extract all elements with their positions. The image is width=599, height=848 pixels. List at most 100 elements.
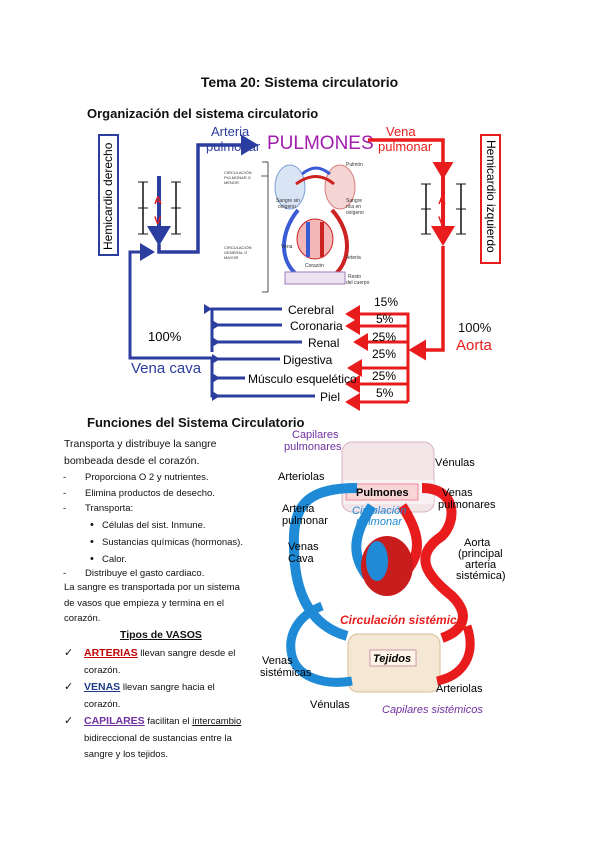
vena-cava-arrowheads [204,304,220,401]
capilares-item: ✓ CAPILARES facilitan el intercambio bid… [64,713,264,764]
transport-item: Sustancias químicas (hormonas). [90,534,282,551]
left-heart-valves: A V [421,170,466,246]
pct-digestiva: 25% [372,347,396,361]
arterias-text-2: corazón. [84,664,121,676]
venulas-bottom: Vénulas [310,699,350,711]
organ-musculo: Músculo esquelético [248,372,357,386]
pct-piel: 5% [376,386,394,400]
venas-text-1: llevan sangre hacia el [120,682,215,693]
gasto-item: Distribuye el gasto cardiaco. [63,566,285,582]
valve-v-left: V [438,215,446,227]
vasos-heading: Tipos de VASOS [120,629,202,641]
inset-circ-gen-1: CIRCULACIÓN [224,245,252,250]
pulmones-text: Pulmones [356,487,409,499]
pct-coronaria: 5% [376,312,394,326]
inset-sangre-sin-2: oxígeno [278,204,296,210]
pct-cerebral: 15% [374,295,398,309]
function-item: Transporta: [63,501,285,517]
svg-text:PULMONAR O: PULMONAR O [224,175,251,180]
aorta-1: Aorta [464,537,491,549]
organ-cerebral: Cerebral [288,303,334,317]
hemicardio-izquierdo-box [480,134,501,264]
circulation-inset-schematic: CIRCULACIÓN PULMONAR O MENOR CIRCULACIÓN… [224,161,370,293]
inset-resto-2: del cuerpo [346,280,370,286]
vessel-paragraph: La sangre es transportada por un sistema… [64,580,284,627]
para-line-1: La sangre es transportada por un sistema [64,582,240,593]
vessel-types: ✓ ARTERIAS llevan sangre desde el corazó… [64,645,264,764]
hemicardio-derecho-box [98,134,119,256]
inset-vena: Vena [281,244,293,250]
arterias-item: ✓ ARTERIAS llevan sangre desde el corazó… [64,645,264,679]
svg-text:GENERAL O: GENERAL O [224,250,247,255]
valve-v-right: V [154,215,162,227]
inset-circ-pulm-2: PULMONAR O [224,175,251,180]
pct-musculo: 25% [372,369,396,383]
right-heart-valves: A V [138,176,181,246]
inset-circ-gen-2: GENERAL O [224,250,247,255]
circ-pulmonar-1: Circulación [352,505,406,517]
inset-sangre-rica-2: rica en [346,204,361,210]
transport-item: Células del sist. Inmune. [90,517,282,534]
arteriolas-bottom: Arteriolas [436,683,483,695]
capilares-pulmonares-2: pulmonares [284,441,342,453]
pulmonar-label: pulmonar [206,139,261,154]
aorta-3: arteria [465,559,497,571]
intro-line-1: Transporta y distribuye la sangre [64,438,217,450]
section2-heading: Funciones del Sistema Circulatorio [87,415,305,430]
capilares-sistemicos: Capilares sistémicos [382,704,483,716]
para-line-3: corazón. [64,613,101,624]
transport-list: Células del sist. Inmune. Sustancias quí… [90,517,282,568]
organ-renal: Renal [308,336,339,350]
vena-label: Vena [386,124,416,139]
function-list: Proporciona O 2 y nutrientes. Elimina pr… [63,470,285,517]
hemicardio-derecho-label: Hemicardio derecho [101,142,115,250]
svg-text:MENOR: MENOR [224,180,239,185]
page-title: Tema 20: Sistema circulatorio [200,74,399,90]
aorta-pct: 100% [458,320,492,335]
inset-arteria: Arteria [346,255,361,261]
venas-cava-2: Cava [288,553,315,565]
svg-text:CIRCULACIÓN: CIRCULACIÓN [224,245,252,250]
inset-sangre-sin-1: Sangre sin [276,198,300,204]
venas-sistemicas-1: Venas [262,655,293,667]
inset-corazon: Corazón [305,263,324,269]
venas-pulmonares-1: Venas [442,487,473,499]
intercambio-word: intercambio [192,716,242,727]
aorta-branches [345,305,410,411]
arterias-text-1: llevan sangre desde el [137,648,236,659]
aorta-arrow [408,246,445,361]
capilares-keyword: CAPILARES [84,715,145,727]
pulmones-label: PULMONES [267,133,374,154]
venulas-top: Vénulas [435,457,475,469]
arteria-pulmonar-arrow [157,134,259,254]
svg-text:CIRCULACIÓN: CIRCULACIÓN [224,170,252,175]
function-item: Elimina productos de desecho. [63,486,285,502]
organ-piel: Piel [320,390,340,404]
valve-a-left: A [438,195,446,207]
check-icon: ✓ [64,715,74,727]
para-line-2: de vasos que empieza y termina en el [64,597,225,609]
venas-text-2: corazón. [84,698,121,710]
arteriolas-top: Arteriolas [278,471,325,483]
vena-cava-label: Vena cava [131,360,202,377]
organ-digestiva: Digestiva [283,353,333,367]
intro-line-2: bombeada desde el corazón. [64,455,200,467]
aorta-4: sistémica) [456,570,506,582]
inset-resto-1: Resto [348,274,361,280]
aorta-2: (principal [458,548,503,560]
venas-pulmonares-2: pulmonares [438,499,496,511]
arteria-pulmonar-2: pulmonar [282,515,328,527]
gasto-list: Distribuye el gasto cardiaco. [63,566,285,582]
inset-sangre-rica-1: Sangre [346,198,362,204]
capilares-text-2: bidireccional de sustancias entre la [84,732,232,744]
venas-keyword: VENAS [84,681,121,693]
tejidos-box [369,649,417,667]
valve-a-right: A [154,195,162,207]
pct-renal: 25% [372,330,396,344]
tejidos-text: Tejidos [373,653,411,665]
vena-cava-pct: 100% [148,329,182,344]
circulation-loop-diagram: Capilares pulmonares Arteriolas Vénulas … [260,429,506,716]
circulation-organization-diagram: Hemicardio derecho Hemicardio izquierdo … [98,124,501,411]
transport-item: Calor. [90,551,282,568]
check-icon: ✓ [64,647,74,659]
